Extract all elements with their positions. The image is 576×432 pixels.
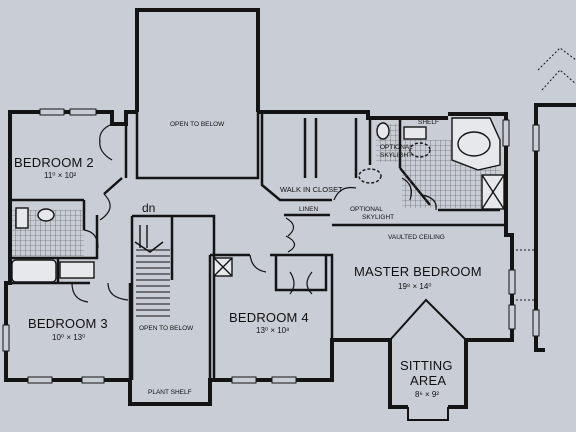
labels: BEDROOM 2 11⁰ × 10² BEDROOM 3 10⁰ × 13⁰ … (14, 119, 482, 399)
sitting-area-dimensions: 8⁶ × 9² (415, 390, 439, 399)
sitting-area-label-line2: AREA (410, 373, 446, 388)
door-master-bath-2 (421, 194, 437, 211)
door-bed2-closet-2 (99, 139, 113, 161)
door-bath2 (83, 229, 99, 249)
sitting-area-bay (389, 298, 467, 421)
bedroom-3-dimensions: 10⁰ × 13⁰ (52, 333, 85, 342)
hall-skylight-outline (358, 168, 382, 184)
door-master-closet (333, 186, 357, 201)
walk-in-closet-label: WALK IN CLOSET (280, 185, 343, 194)
bedroom-2-label: BEDROOM 2 (14, 155, 94, 170)
fixtures (11, 117, 505, 283)
door-master-bath (401, 177, 412, 201)
interior-walls (10, 112, 508, 380)
bath-2-toilet (37, 208, 55, 222)
roof-lines (516, 47, 576, 301)
bedroom-2-dimensions: 11⁰ × 10² (44, 171, 77, 180)
door-bed2 (99, 193, 111, 221)
door-bed4 (249, 254, 267, 273)
linen-label: LINEN (299, 206, 318, 213)
corner-tub-basin (457, 131, 491, 157)
master-bath-toilet (376, 122, 390, 140)
master-bedroom-label: MASTER BEDROOM (354, 264, 482, 279)
open-to-below-top-label: OPEN TO BELOW (170, 121, 225, 128)
open-to-below-stair-label: OPEN TO BELOW (139, 325, 194, 332)
bedroom-3-label: BEDROOM 3 (28, 316, 108, 331)
door-swings (71, 123, 437, 303)
door-bed4-closet-1 (289, 271, 295, 295)
stair-down-label: dn (142, 201, 155, 215)
bath-2-tub (11, 259, 57, 283)
vaulted-ceiling-label: VAULTED CEILING (388, 234, 445, 241)
sitting-area-label-line1: SITTING (400, 358, 453, 373)
stairs (134, 225, 170, 317)
hall-skylight-label: SKYLIGHT (362, 214, 394, 221)
bedroom-4-dimensions: 13⁰ × 10⁸ (256, 326, 290, 335)
stair-arrow-icon (134, 241, 164, 253)
door-linen-1 (285, 217, 295, 237)
bath-2-vanity (59, 261, 95, 279)
windows (2, 108, 540, 384)
shelf-label: SHELF (418, 119, 439, 126)
door-linen-2 (285, 235, 296, 253)
door-bed4-closet-2 (306, 271, 313, 295)
door-bed3-closet (71, 282, 89, 303)
hall-optional-label: OPTIONAL (350, 206, 383, 213)
master-bath-vanity (403, 126, 427, 140)
bath-skylight-label: SKYLIGHT (380, 152, 412, 159)
bath-2-sink (15, 207, 29, 229)
plant-shelf-label: PLANT SHELF (148, 389, 192, 396)
bath-skylight-outline (409, 142, 431, 158)
master-bedroom-dimensions: 19⁸ × 14⁰ (398, 282, 432, 291)
bedroom-4-label: BEDROOM 4 (229, 310, 309, 325)
bath-optional-label: OPTIONAL (380, 144, 413, 151)
master-shower-cross (481, 174, 505, 210)
door-bed3 (107, 282, 129, 301)
